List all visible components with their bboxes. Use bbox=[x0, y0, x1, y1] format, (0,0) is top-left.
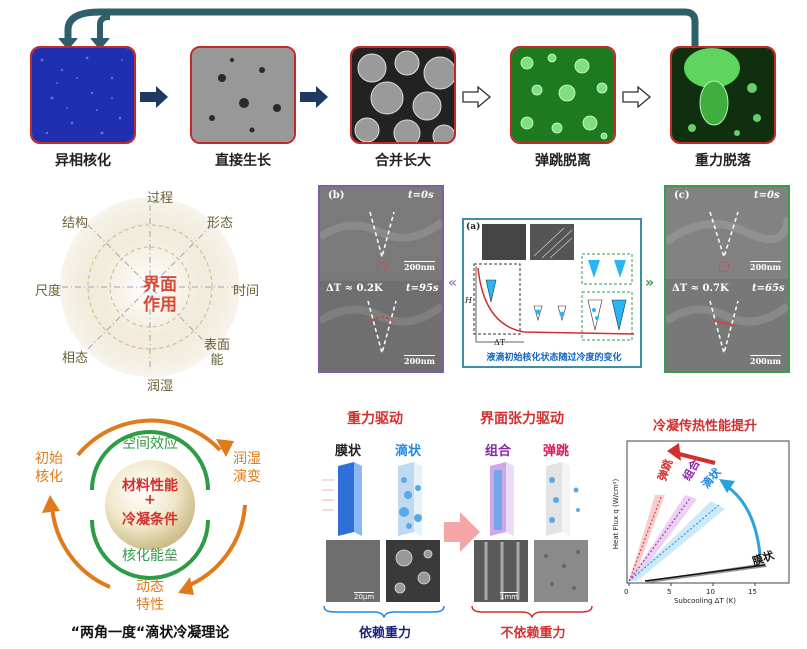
mode-label-film: 膜状 bbox=[334, 444, 361, 459]
sem-left-frame: (b) t=0s 200nm ΔT ≈ 0.2K t=95s 200nm bbox=[318, 185, 444, 373]
sem-right-scale-bottom: 200nm bbox=[750, 355, 781, 366]
sem-right-dt: ΔT ≈ 0.7K bbox=[672, 283, 729, 294]
sem-texture bbox=[320, 281, 442, 371]
sem-left-time-top: t=0s bbox=[408, 190, 434, 201]
perf-chart-title: 冷凝传热性能提升 bbox=[652, 419, 757, 434]
perf-xlabel: Subcooling ΔT (K) bbox=[673, 597, 737, 605]
sem-right-time-bottom: t=65s bbox=[752, 283, 785, 294]
radial-label-bottom-left: 相态 bbox=[61, 351, 88, 366]
radial-label-top: 过程 bbox=[146, 191, 173, 206]
interface-radial-diagram bbox=[60, 197, 240, 377]
arrow-outline-icon bbox=[462, 86, 492, 108]
cycle-center-line2: 冷凝条件 bbox=[122, 512, 178, 528]
sem-texture bbox=[666, 187, 788, 279]
cycle-label-top: 空间效应 bbox=[122, 436, 178, 452]
chevron-left-icon: « bbox=[448, 275, 458, 291]
arrow-filled-icon bbox=[140, 86, 168, 108]
cycle-center-plus: + bbox=[144, 492, 156, 508]
sem-left-bottom bbox=[320, 281, 442, 371]
sem-left-panel-label: (b) bbox=[328, 190, 345, 201]
perf-xtick-15: 15 bbox=[748, 588, 757, 596]
brace-interface bbox=[471, 605, 593, 618]
top-return-arrow bbox=[58, 8, 699, 50]
sem-left-top bbox=[320, 187, 442, 279]
sem-texture bbox=[320, 187, 442, 279]
cycle-label-left: 初始核化 bbox=[35, 451, 63, 485]
series-band-jump bbox=[629, 495, 665, 581]
nucleation-texture bbox=[32, 48, 134, 142]
perf-xtick-5: 5 bbox=[667, 588, 672, 596]
sem-right-bottom bbox=[666, 281, 788, 371]
inset-drawing bbox=[473, 224, 635, 343]
stage-image-nucleation bbox=[30, 46, 136, 144]
inset-axis-h: H bbox=[465, 296, 472, 305]
perf-chart bbox=[626, 440, 790, 586]
radial-label-top-left: 结构 bbox=[61, 216, 88, 231]
gravity-independent-label: 不依赖重力 bbox=[500, 626, 566, 641]
chevron-right-icon: » bbox=[645, 275, 655, 291]
inset-panel-label: (a) bbox=[466, 222, 481, 232]
inset-caption: 液滴初始核化状态随过冷度的变化 bbox=[486, 353, 622, 363]
arrow-outline-icon bbox=[622, 86, 652, 108]
sem-left-scale-top: 200nm bbox=[404, 261, 435, 272]
stage-image-gravity-shedding bbox=[670, 46, 776, 144]
theory-title: “两角一度“滴状冷凝理论 bbox=[70, 625, 230, 641]
mode-label-dropwise: 滴状 bbox=[394, 444, 421, 459]
theory-cycle-diagram bbox=[42, 418, 247, 595]
interface-driven-title: 界面张力驱动 bbox=[480, 411, 564, 427]
stage-label-direct-growth: 直接生长 bbox=[215, 153, 271, 169]
sem-left-scale-bottom: 200nm bbox=[404, 355, 435, 366]
cycle-label-bottom-outer: 动态特性 bbox=[136, 579, 164, 613]
mode-label-combine: 组合 bbox=[484, 444, 511, 459]
inset-axis-dt: ΔT bbox=[494, 338, 506, 347]
cycle-label-bottom: 核化能垒 bbox=[122, 548, 178, 564]
radial-label-right: 时间 bbox=[232, 284, 259, 299]
stage-image-direct-growth bbox=[190, 46, 296, 144]
sem-right-panel-label: (c) bbox=[674, 190, 690, 201]
perf-xtick-10: 10 bbox=[706, 588, 715, 596]
series-band-combine bbox=[629, 495, 697, 581]
radial-label-bottom-right: 表面能 bbox=[203, 338, 230, 368]
radial-label-left: 尺度 bbox=[34, 284, 61, 299]
gravity-driven-title: 重力驱动 bbox=[347, 411, 403, 427]
sem-texture bbox=[666, 281, 788, 371]
nucleation-inset: (a) H ΔT 液滴初始核化状态随过冷度的变化 bbox=[462, 218, 642, 368]
jumping-texture bbox=[512, 48, 614, 142]
arrow-filled-icon bbox=[300, 86, 328, 108]
sem-right-frame: (c) t=0s 200nm ΔT ≈ 0.7K t=65s 200nm bbox=[664, 185, 790, 373]
micrograph-scale-1: 20μm bbox=[354, 592, 375, 601]
sem-right-time-top: t=0s bbox=[754, 190, 780, 201]
series-line-film bbox=[644, 564, 766, 582]
growth-texture bbox=[192, 48, 294, 142]
series-line-combine bbox=[628, 496, 692, 582]
stage-image-coalescence bbox=[350, 46, 456, 144]
radial-center-line2: 作用 bbox=[143, 295, 177, 315]
mode-surfaces bbox=[322, 462, 588, 602]
micrograph-scale-2: 1mm bbox=[500, 592, 519, 601]
sem-right-scale-top: 200nm bbox=[750, 261, 781, 272]
radial-label-bottom: 润湿 bbox=[146, 379, 173, 394]
cycle-center-line1: 材料性能 bbox=[122, 478, 178, 494]
stage-label-coalescence: 合并长大 bbox=[375, 153, 431, 169]
radial-label-top-right: 形态 bbox=[206, 216, 233, 231]
series-band-dropwise bbox=[629, 501, 725, 581]
stage-image-jumping bbox=[510, 46, 616, 144]
sem-left-time-bottom: t=95s bbox=[406, 283, 439, 294]
stage-label-jumping: 弹跳脱离 bbox=[535, 153, 591, 169]
perf-ylabel: Heat Flux q (W/cm²) bbox=[612, 478, 620, 550]
mode-label-jump: 弹跳 bbox=[542, 444, 569, 459]
perf-xtick-0: 0 bbox=[624, 588, 629, 596]
series-line-jump bbox=[628, 496, 662, 582]
coalescence-texture bbox=[352, 48, 454, 142]
sem-right-top bbox=[666, 187, 788, 279]
cycle-label-right: 润湿演变 bbox=[233, 451, 261, 485]
stage-label-gravity-shedding: 重力脱落 bbox=[695, 153, 751, 169]
gravity-dependent-label: 依赖重力 bbox=[358, 626, 411, 641]
sem-left-dt: ΔT ≈ 0.2K bbox=[326, 283, 383, 294]
radial-center-line1: 界面 bbox=[143, 275, 177, 295]
shedding-texture bbox=[672, 48, 774, 142]
stage-label-nucleation: 异相核化 bbox=[55, 153, 111, 169]
brace-gravity bbox=[323, 605, 445, 618]
